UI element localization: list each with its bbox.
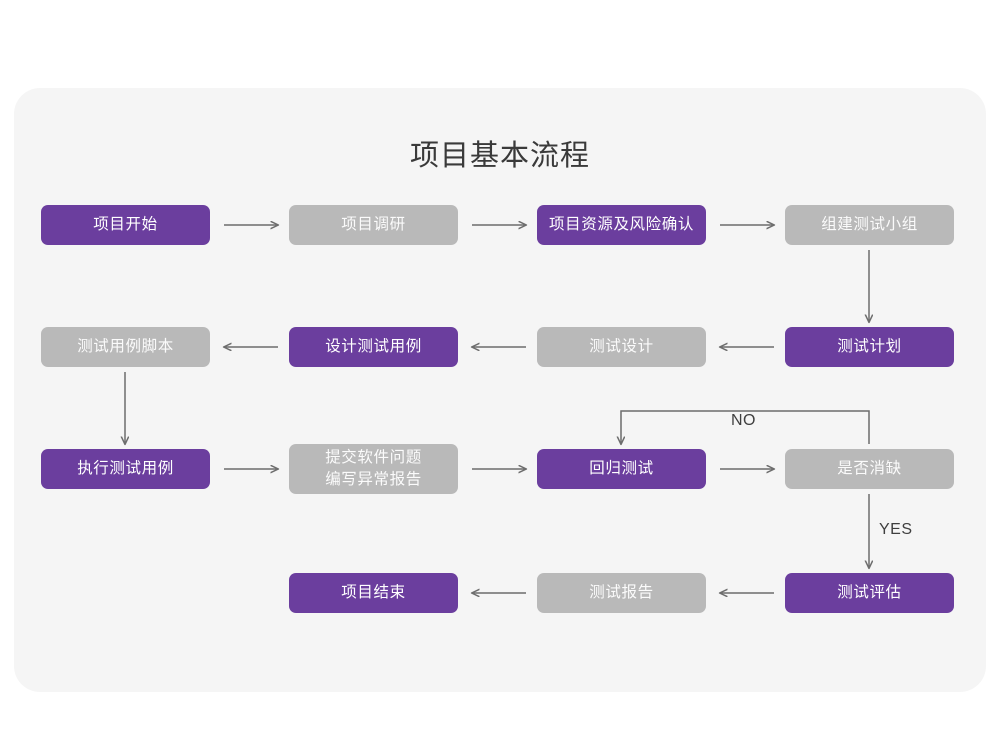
node-design-test-case[interactable]: 设计测试用例 <box>289 327 458 367</box>
node-label: 项目结束 <box>341 583 406 601</box>
connector-label-no: NO <box>731 412 756 429</box>
node-label: 测试用例脚本 <box>77 337 174 355</box>
node-label-line1: 提交软件问题 <box>325 448 422 466</box>
node-defect-resolved[interactable]: 是否消缺 <box>785 449 954 489</box>
node-execute-test-case[interactable]: 执行测试用例 <box>41 449 210 489</box>
node-test-report[interactable]: 测试报告 <box>537 573 706 613</box>
node-label: 是否消缺 <box>837 459 902 477</box>
node-label-line2: 编写异常报告 <box>325 471 422 488</box>
node-test-case-script[interactable]: 测试用例脚本 <box>41 327 210 367</box>
node-test-evaluation[interactable]: 测试评估 <box>785 573 954 613</box>
connector-no-loop <box>621 410 870 444</box>
connector-label-yes: YES <box>879 521 913 538</box>
node-label: 项目调研 <box>341 215 406 233</box>
node-label: 执行测试用例 <box>77 459 174 477</box>
node-label: 测试设计 <box>589 337 654 355</box>
node-project-research[interactable]: 项目调研 <box>289 205 458 245</box>
node-test-design[interactable]: 测试设计 <box>537 327 706 367</box>
node-label: 测试计划 <box>837 337 902 355</box>
node-label: 回归测试 <box>589 459 654 477</box>
node-label: 测试评估 <box>837 583 902 601</box>
node-project-end[interactable]: 项目结束 <box>289 573 458 613</box>
node-label: 项目开始 <box>93 215 158 233</box>
node-label: 设计测试用例 <box>325 337 422 355</box>
node-project-start[interactable]: 项目开始 <box>41 205 210 245</box>
node-label: 组建测试小组 <box>821 215 918 233</box>
node-build-test-team[interactable]: 组建测试小组 <box>785 205 954 245</box>
node-resource-risk-confirm[interactable]: 项目资源及风险确认 <box>537 205 706 245</box>
node-test-plan[interactable]: 测试计划 <box>785 327 954 367</box>
node-label: 测试报告 <box>589 583 654 601</box>
node-label: 项目资源及风险确认 <box>549 215 694 233</box>
node-submit-issue-report[interactable]: 提交软件问题 编写异常报告 <box>289 444 458 494</box>
node-regression-test[interactable]: 回归测试 <box>537 449 706 489</box>
page-title: 项目基本流程 <box>409 140 590 172</box>
